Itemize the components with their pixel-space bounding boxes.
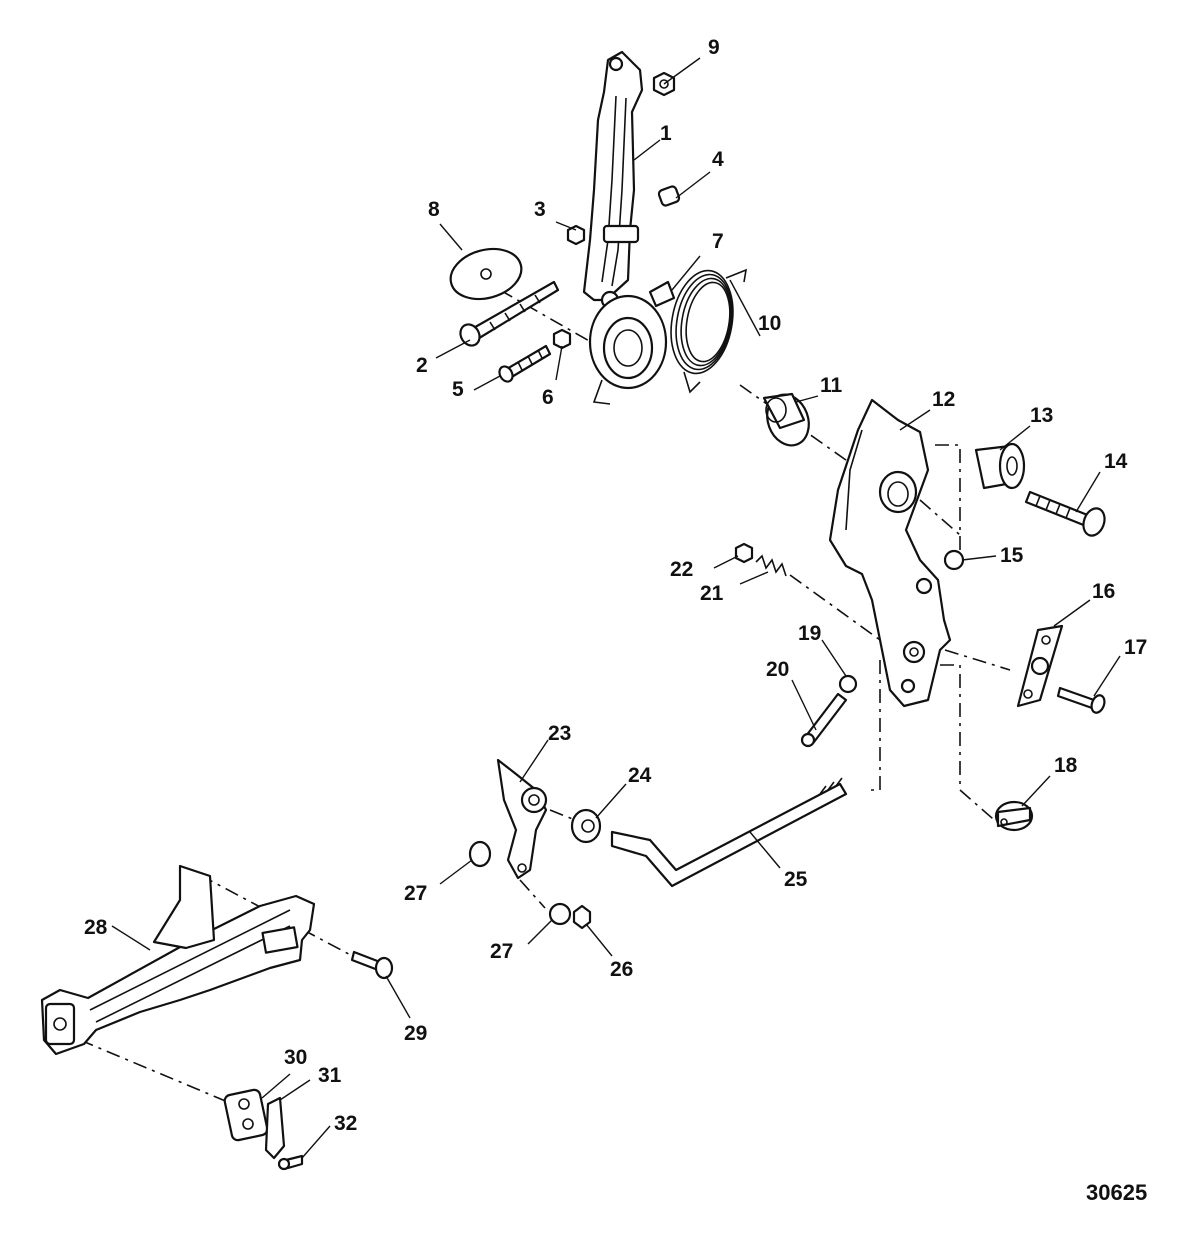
part-22-nut (734, 542, 754, 564)
figure-number: 30625 (1086, 1180, 1147, 1205)
callout-6: 6 (542, 386, 554, 409)
callout-13: 13 (1030, 404, 1053, 427)
callout-8: 8 (428, 198, 440, 221)
part-4-bushing (657, 185, 681, 207)
callout-29: 29 (404, 1022, 427, 1045)
callout-12: 12 (932, 388, 955, 411)
part-1-throttle-arm (582, 50, 668, 405)
callout-18: 18 (1054, 754, 1078, 777)
part-7-cap (648, 280, 676, 308)
part-19-nut (838, 674, 858, 694)
callout-2: 2 (416, 354, 428, 377)
leader-lines (111, 57, 1121, 1159)
part-28-base (40, 864, 316, 1056)
part-5-screw (498, 344, 552, 383)
part-24-washer (570, 808, 602, 844)
part-17-screw (1056, 686, 1106, 714)
part-8-washer (449, 247, 523, 301)
callout-31: 31 (318, 1064, 342, 1087)
callout-5: 5 (452, 378, 464, 401)
callout-4: 4 (712, 148, 724, 171)
part-23-lever (496, 758, 548, 880)
part-3-nut (566, 224, 586, 246)
part-14-bolt (1024, 490, 1106, 537)
callout-14: 14 (1104, 450, 1128, 473)
callout-25: 25 (784, 868, 808, 891)
part-2-screw (459, 280, 560, 347)
callout-19: 19 (798, 622, 821, 645)
part-12-bracket (828, 398, 952, 708)
part-13-sleeve (974, 442, 1026, 490)
callout-7: 7 (712, 230, 724, 253)
part-15-nut (943, 549, 965, 571)
part-11-bushing (762, 392, 810, 447)
callout-30: 30 (284, 1046, 307, 1069)
callout-15: 15 (1000, 544, 1024, 567)
callout-20: 20 (766, 658, 789, 681)
callout-27a: 27 (404, 882, 427, 905)
part-6-nut (552, 328, 572, 350)
callout-11: 11 (820, 374, 843, 397)
part-25-rod (610, 777, 848, 888)
part-16-link (1016, 624, 1064, 708)
callout-23: 23 (548, 722, 571, 745)
part-27a-nut (468, 840, 492, 868)
part-29-screw (350, 950, 394, 980)
callout-9: 9 (708, 36, 720, 59)
part-32-screw (277, 1154, 304, 1171)
callout-27b: 27 (490, 940, 513, 963)
callout-17: 17 (1124, 636, 1147, 659)
callout-1: 1 (660, 122, 672, 145)
callout-10: 10 (758, 312, 781, 335)
callout-21: 21 (700, 582, 724, 605)
part-10-spring (670, 268, 748, 394)
callout-3: 3 (534, 198, 546, 221)
part-26-nut (572, 904, 592, 930)
callout-28: 28 (84, 916, 108, 939)
part-21-spring (755, 554, 787, 577)
callout-26: 26 (610, 958, 633, 981)
part-30-block (223, 1088, 269, 1142)
callout-32: 32 (334, 1112, 357, 1135)
part-18-cap (994, 800, 1034, 832)
callout-24: 24 (628, 764, 652, 787)
part-27b-nut (548, 902, 572, 926)
part-31-clip (264, 1096, 286, 1160)
callout-22: 22 (670, 558, 693, 581)
callout-16: 16 (1092, 580, 1115, 603)
part-20-screw (800, 692, 848, 748)
callout-labels: 1 2 3 4 5 6 7 8 9 10 11 12 13 14 15 16 1… (84, 36, 1147, 1135)
